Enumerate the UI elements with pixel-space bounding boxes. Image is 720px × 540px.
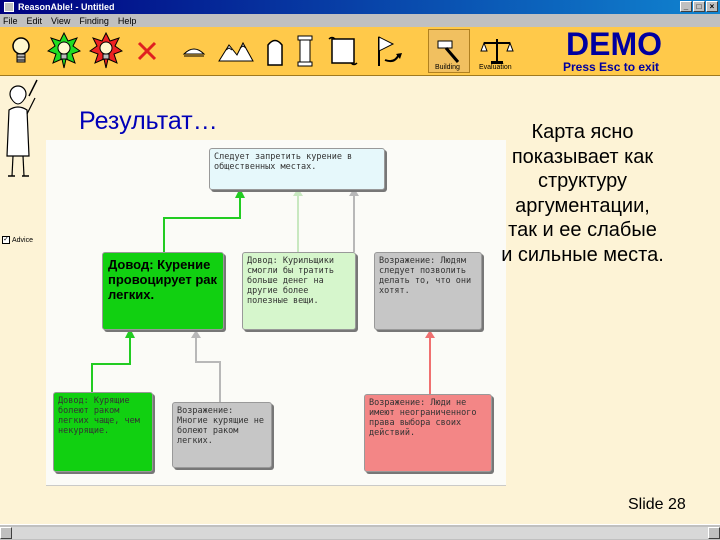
tombstone-icon[interactable]	[262, 31, 288, 71]
scroll-left-button[interactable]	[0, 527, 12, 539]
building-label: Building	[435, 64, 460, 71]
scroll-icon[interactable]	[326, 31, 360, 71]
pillar-icon[interactable]	[292, 31, 318, 71]
app-icon[interactable]	[4, 2, 14, 12]
reason-node-statistics[interactable]: Довод: Курящие болеют раком легких чаще,…	[53, 392, 153, 472]
description-line: Карта ясно	[531, 121, 634, 143]
main-claim-node[interactable]: Следует запретить курение в общественных…	[209, 148, 385, 190]
delete-icon[interactable]	[134, 31, 160, 71]
advice-checkbox[interactable]: ✓	[2, 236, 10, 244]
menu-bar: File Edit View Finding Help	[0, 14, 720, 27]
advice-toggle[interactable]: ✓ Advice	[2, 236, 33, 244]
close-button[interactable]: ×	[706, 1, 718, 12]
objection-node-freedom[interactable]: Возражение: Людям следует позволить дела…	[374, 252, 482, 330]
slide-number: Slide 28	[628, 496, 686, 513]
description-text: Карта ясно показывает как структуру аргу…	[485, 120, 680, 267]
description-line: структуру	[537, 170, 628, 192]
description-line: показывает как	[511, 145, 654, 168]
hammer-icon	[437, 40, 460, 63]
menu-finding[interactable]: Finding	[79, 15, 109, 26]
toolbar: Building Evaluation	[0, 27, 720, 76]
menu-file[interactable]: File	[3, 15, 18, 26]
lightbulb-red-icon[interactable]	[88, 31, 124, 71]
demo-title: DEMO	[566, 26, 662, 62]
description-line: аргументации,	[515, 194, 650, 217]
demo-subtitle: Press Esc to exit	[563, 60, 660, 74]
description-line: так и ее слабые	[508, 219, 657, 241]
scales-icon	[480, 39, 514, 64]
boat-icon[interactable]	[180, 31, 208, 71]
mountains-icon[interactable]	[216, 31, 256, 71]
objection-node-not-all[interactable]: Возражение: Многие курящие не болеют рак…	[172, 402, 272, 468]
menu-help[interactable]: Help	[117, 15, 137, 26]
building-mode-button[interactable]: Building	[428, 29, 470, 73]
lightbulb-green-icon[interactable]	[46, 31, 82, 71]
minimize-button[interactable]: _	[680, 1, 692, 12]
left-panel: ✓ Advice	[0, 76, 46, 540]
map-connectors	[46, 188, 506, 486]
scroll-right-button[interactable]	[708, 527, 720, 539]
page-heading: Результат…	[79, 107, 218, 135]
reason-node-cancer[interactable]: Довод: Курение провоцирует рак легких.	[102, 252, 224, 330]
title-bar: ReasonAble! - Untitled _ □ ×	[0, 0, 720, 14]
maximize-button[interactable]: □	[693, 1, 705, 12]
lightbulb-icon[interactable]	[8, 31, 34, 71]
horizontal-scrollbar[interactable]	[0, 527, 720, 539]
objection-node-rights[interactable]: Возражение: Люди не имеют неограниченног…	[364, 394, 492, 472]
menu-edit[interactable]: Edit	[26, 15, 43, 26]
reason-node-money[interactable]: Довод: Курильщики смогли бы тратить боль…	[242, 252, 356, 330]
socrates-character-icon	[6, 79, 38, 177]
description-line: и сильные места.	[501, 243, 664, 266]
advice-label: Advice	[12, 236, 34, 244]
evaluation-label: Evaluation	[479, 64, 512, 71]
menu-view[interactable]: View	[51, 15, 71, 26]
window-title: ReasonAble! - Untitled	[18, 2, 115, 12]
argument-map-canvas[interactable]: Следует запретить курение в общественных…	[46, 140, 506, 486]
status-bar	[0, 524, 720, 540]
flag-arrow-icon[interactable]	[372, 31, 406, 71]
evaluation-mode-button[interactable]: Evaluation	[474, 31, 520, 71]
